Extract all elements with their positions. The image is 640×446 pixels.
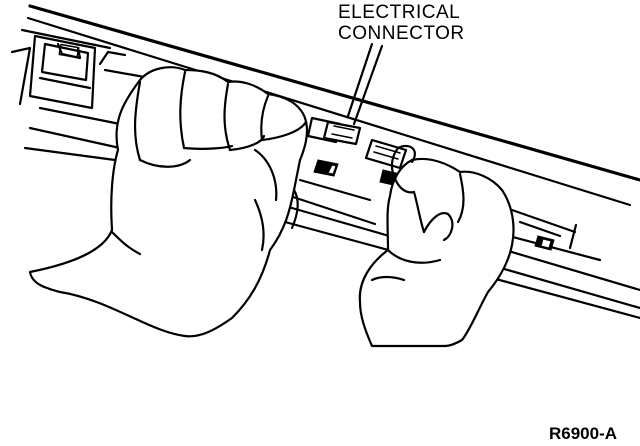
connector-plug <box>306 116 362 146</box>
electrical-connector-callout: ELECTRICAL CONNECTOR <box>338 2 465 44</box>
callout-line-1: ELECTRICAL <box>338 2 461 23</box>
figure-id: R6900-A <box>549 424 618 443</box>
callout-line-2: CONNECTOR <box>338 23 465 44</box>
callout-leader <box>346 42 384 126</box>
right-hand <box>358 144 515 348</box>
roof-rail <box>10 4 640 320</box>
left-hand <box>28 66 309 338</box>
connector-socket <box>364 138 408 170</box>
